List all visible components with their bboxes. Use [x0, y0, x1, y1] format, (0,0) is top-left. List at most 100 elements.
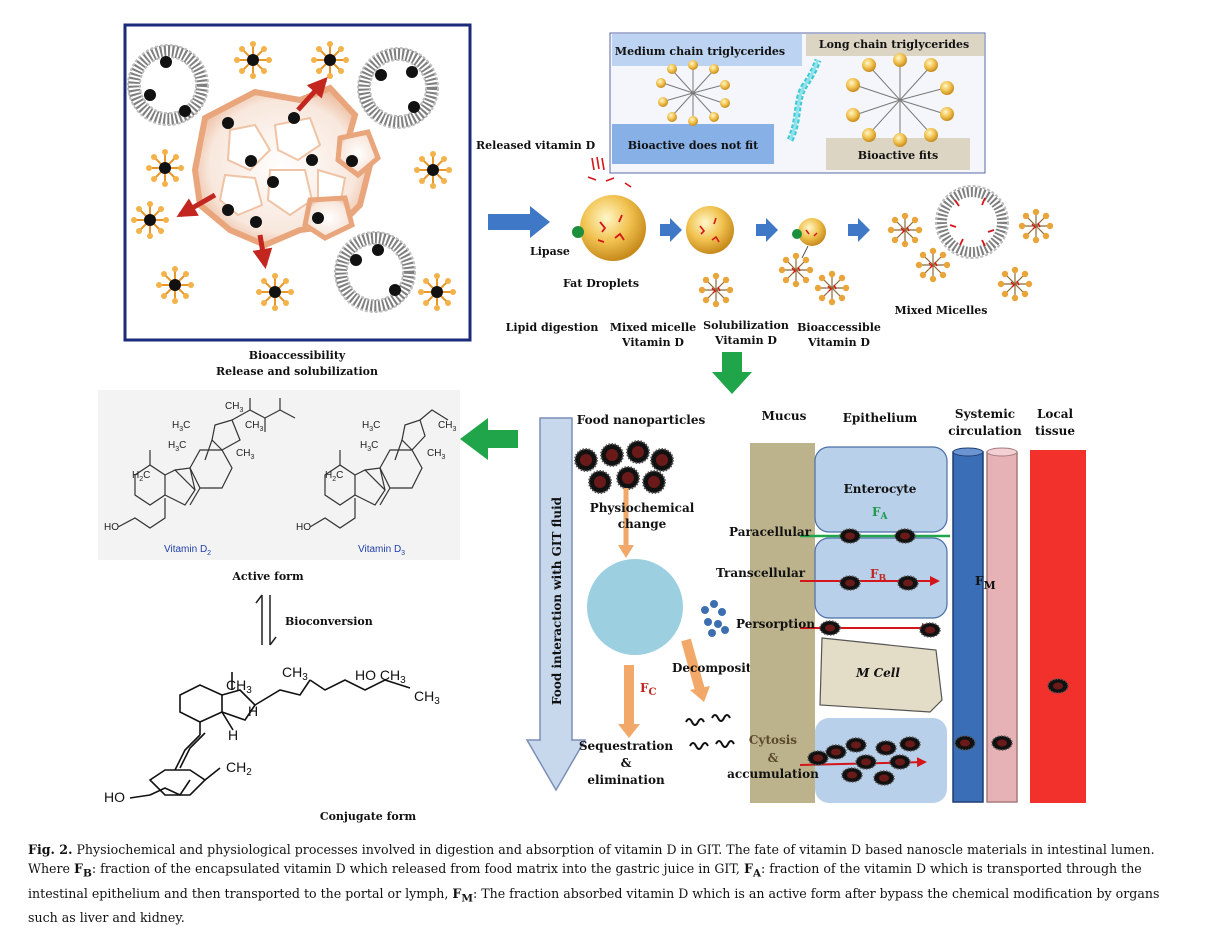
fm-label: FM — [975, 574, 996, 592]
persorption-label: Persorption — [736, 617, 815, 631]
medium-chain-micelle — [656, 60, 730, 126]
local-tissue-bar — [1030, 450, 1086, 803]
conj-ch3-3: CH3 — [414, 688, 440, 707]
conj-h-2: H — [228, 727, 238, 743]
vitamin-d2-label: Vitamin D2 — [164, 544, 211, 557]
d2-h3c-1: H3C — [172, 420, 190, 433]
bioaccessibility-caption-1: Bioaccessibility — [249, 349, 346, 362]
active-form-label: Active form — [231, 570, 304, 583]
d2-ho: HO — [104, 522, 119, 533]
local-tissue-label-1: Local — [1037, 407, 1074, 421]
m-cell — [819, 637, 943, 713]
cytosis-label-2: & — [768, 751, 779, 765]
bioactive-not-fit-label: Bioactive does not fit — [628, 139, 759, 152]
d3-ho: HO — [296, 522, 311, 533]
cytosis-cell — [815, 718, 947, 803]
git-fluid-label: Food interaction with GIT fluid — [550, 496, 564, 705]
git-fluid-arrow — [525, 417, 587, 792]
fat-droplet — [572, 195, 646, 261]
decomposed-fragments — [685, 714, 735, 750]
systemic-label-1: Systemic — [955, 407, 1015, 421]
medium-chain-label: Medium chain triglycerides — [615, 45, 785, 58]
bioaccessibility-panel: Bioaccessibility Release and solubilizat… — [125, 23, 472, 378]
conjugate-form-label: Conjugate form — [320, 810, 417, 823]
enterocyte-label: Enterocyte — [844, 482, 917, 496]
conj-ch2: CH2 — [226, 759, 252, 778]
bioaccessible-droplet — [792, 218, 826, 259]
d3-h3c-1: H3C — [362, 420, 380, 433]
local-tissue-label-2: tissue — [1035, 424, 1075, 438]
vitamin-d3-structure — [324, 409, 449, 506]
long-chain-label: Long chain triglycerides — [819, 38, 969, 51]
mucus-layer — [750, 443, 815, 803]
d2-ch3-top: CH3 — [225, 401, 243, 414]
git-section: Food interaction with GIT fluid Food nan… — [525, 413, 773, 792]
paracellular-label: Paracellular — [729, 525, 812, 539]
d3-h2c: H2C — [325, 470, 343, 483]
caption-fig-label: Fig. 2. — [28, 842, 73, 857]
stage-bioaccessible-1: Bioaccessible — [797, 321, 881, 334]
bioaccessibility-caption-2: Release and solubilization — [216, 365, 378, 378]
stage-lipid-digestion: Lipid digestion — [506, 321, 599, 334]
caption-text-4: : The fraction absorbed vitamin D which … — [28, 885, 1160, 926]
lipase-arrow — [488, 206, 550, 238]
food-nanoparticles-label: Food nanoparticles — [577, 413, 706, 427]
stage-solubilization-1: Solubilization — [703, 319, 789, 332]
transcellular-label: Transcellular — [716, 566, 806, 580]
bioactive-fits-label: Bioactive fits — [858, 149, 938, 162]
physiochemical-label-2: change — [618, 517, 667, 531]
vitamin-d2-structure — [134, 398, 296, 506]
d2-ch3-right: CH3 — [245, 420, 263, 433]
m-cell-label: M Cell — [855, 666, 900, 680]
d3-h3c-2: H3C — [360, 440, 378, 453]
equilibrium-arrows — [255, 594, 277, 646]
cytosis-label-3: accumulation — [727, 767, 819, 781]
stage-solubilization-2: Vitamin D — [714, 334, 777, 347]
enterocyte-cell — [814, 446, 948, 533]
release-arrows — [176, 77, 328, 269]
d3-ch3-right: CH3 — [438, 420, 456, 433]
figure-caption: Fig. 2. Physiochemical and physiological… — [28, 840, 1178, 927]
stage-mixed-micelle-2: Vitamin D — [621, 336, 684, 349]
sequestration-1: Sequestration — [579, 739, 674, 753]
nanoparticle-sphere — [587, 559, 683, 655]
conj-ch3-1: CH3 — [226, 677, 252, 696]
caption-fm: FM — [452, 885, 473, 905]
caption-fb: FB — [74, 861, 92, 880]
digestion-row: Released vitamin D Lipase Fat Droplets — [476, 139, 1054, 394]
d3-ch3-bottom: CH3 — [427, 448, 445, 461]
absorption-section: Mucus Epithelium Systemic circulation Lo… — [716, 407, 1086, 803]
conj-ho: HO — [104, 789, 125, 805]
fa-label: FA — [872, 505, 889, 522]
released-vitamin-d-marks — [587, 156, 632, 188]
fat-droplets-label: Fat Droplets — [563, 277, 639, 290]
caption-text-1: Physiochemical and physiological process… — [28, 842, 1155, 876]
cell-cluster — [191, 84, 381, 249]
triglyceride-panel: Medium chain triglycerides Long chain tr… — [609, 32, 986, 174]
epithelium-label: Epithelium — [843, 411, 918, 425]
caption-fa: FA — [743, 861, 762, 880]
long-chain-micelle — [846, 53, 954, 147]
lipase-label: Lipase — [530, 245, 570, 258]
conj-ch3-2: CH3 — [282, 664, 308, 683]
physiochemical-label-1: Physiochemical — [590, 501, 695, 515]
conjugate-form-structure — [148, 672, 411, 797]
caption-text-2: : fraction of the encapsulated vitamin D… — [91, 861, 744, 876]
decomposed-particles — [701, 600, 729, 637]
bioconversion-label: Bioconversion — [285, 615, 373, 628]
fb-label: FB — [870, 567, 887, 584]
d2-h3c-2: H3C — [168, 440, 186, 453]
caption-text-3: : fraction of the vitamin D which is tra… — [28, 861, 1142, 901]
d2-ch3-bottom: CH3 — [236, 448, 254, 461]
fc-label: FC — [640, 681, 657, 698]
mucus-label: Mucus — [762, 409, 807, 423]
stage-mixed-micelle-1: Mixed micelle — [610, 321, 696, 334]
food-nanoparticle-cluster — [574, 440, 674, 494]
cytosis-label-1: Cytosis — [749, 733, 797, 747]
mixed-micelle-vesicle — [935, 185, 1009, 259]
conj-h-1: H — [248, 703, 258, 719]
stage-bioaccessible-2: Vitamin D — [807, 336, 870, 349]
conj-ho-ch3: HO CH3 — [355, 667, 406, 686]
mixed-micelles-label: Mixed Micelles — [894, 304, 987, 317]
